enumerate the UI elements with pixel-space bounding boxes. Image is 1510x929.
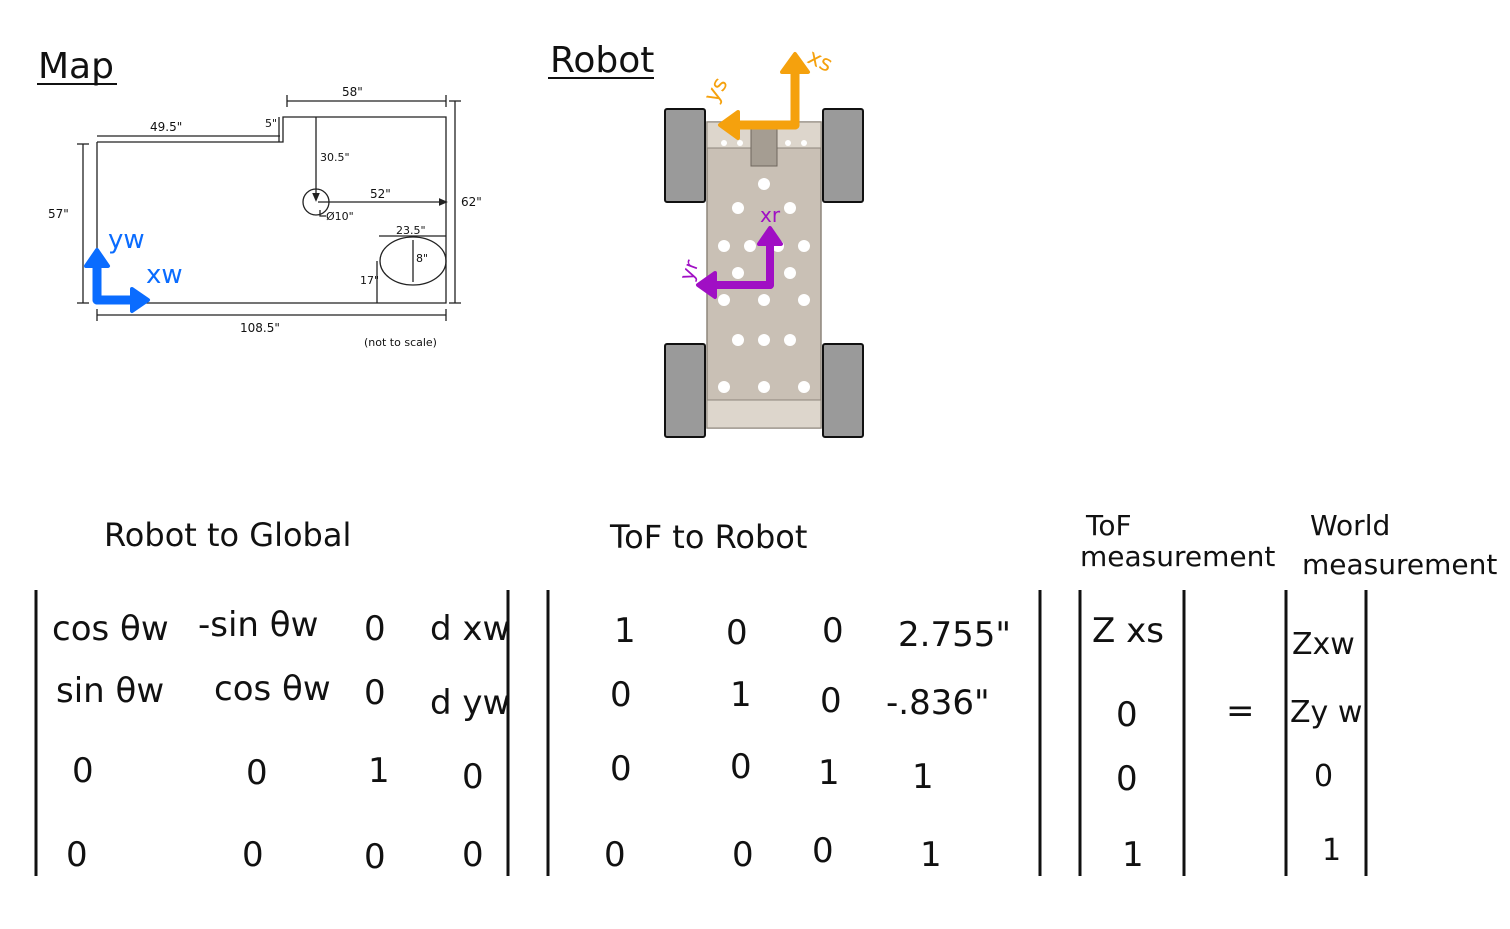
wheel-rear-right (822, 343, 864, 438)
dim-ellipse-h-label: 8" (416, 252, 428, 265)
ttr-cell: 1 (614, 611, 636, 651)
dim-ellipse-off-label: 17" (360, 274, 379, 287)
ellipse-obstacle (379, 236, 447, 286)
tof-vec-cell: Z xs (1092, 611, 1164, 651)
dim-dia-label: Ø10" (326, 210, 354, 223)
tof-measurement-vector: Z xs 0 0 1 (1092, 611, 1164, 875)
map-title: Map (38, 46, 114, 87)
dim-top-label: 58" (342, 85, 363, 99)
world-vec-cell: Zxw (1292, 627, 1355, 662)
rtg-cell: 0 (364, 609, 386, 649)
ttr-cell: 1 (730, 675, 752, 715)
robot-axes: xr yr (674, 203, 783, 299)
rtg-cell: 0 (364, 673, 386, 713)
ttr-cell: 0 (604, 835, 626, 875)
rtg-cell: 0 (364, 837, 386, 877)
robot-title: Robot (550, 40, 654, 81)
tof-to-robot-matrix: 1 0 0 2.755" 0 1 0 -.836" 0 0 1 1 0 0 0 … (604, 611, 1011, 875)
ttr-cell: 0 (726, 613, 748, 653)
rtg-cell: 1 (368, 751, 390, 791)
world-y-label: yw (108, 225, 145, 255)
dim-notch-label: 5" (265, 117, 277, 130)
dim-mid-label: 52" (370, 187, 391, 201)
tof-measurement-heading-1: ToF (1085, 509, 1132, 542)
rtg-cell: 0 (462, 757, 484, 797)
robot-y-label: yr (674, 256, 704, 284)
tof-vec-cell: 1 (1122, 835, 1144, 875)
wheel-front-left (664, 108, 706, 203)
ttr-cell: -.836" (886, 683, 990, 723)
world-measurement-heading-2: measurement (1302, 548, 1497, 581)
ttr-cell: 0 (610, 749, 632, 789)
rtg-cell: -sin θw (198, 605, 318, 645)
map-note: (not to scale) (364, 336, 437, 349)
ttr-cell: 0 (822, 611, 844, 651)
rtg-cell: d xw (430, 609, 510, 649)
ttr-cell: 0 (610, 675, 632, 715)
world-vec-cell: 0 (1314, 759, 1333, 794)
tof-vec-cell: 0 (1116, 759, 1138, 799)
chassis-holes (718, 140, 810, 393)
ttr-cell: 0 (820, 681, 842, 721)
dim-right-label: 62" (461, 195, 482, 209)
dim-ellipse-w-label: 23.5" (396, 224, 426, 237)
dim-left-top-label: 49.5" (150, 120, 182, 134)
robot-section: Robot xs ys (548, 40, 864, 438)
ttr-cell: 0 (732, 835, 754, 875)
robot-to-global-heading: Robot to Global (104, 516, 351, 554)
ttr-cell: 0 (730, 747, 752, 787)
wheel-rear-left (664, 343, 706, 438)
robot-x-label: xr (760, 203, 781, 227)
rtg-cell: d yw (430, 683, 510, 723)
robot-to-global-matrix: cos θw -sin θw 0 d xw sin θw cos θw 0 d … (52, 605, 510, 877)
world-x-label: xw (146, 260, 183, 290)
rtg-cell: sin θw (56, 671, 164, 711)
ttr-cell: 1 (920, 835, 942, 875)
world-axes: yw xw (84, 225, 183, 313)
rtg-cell: 0 (66, 835, 88, 875)
ttr-cell: 2.755" (898, 615, 1011, 655)
dim-bottom-label: 108.5" (240, 321, 280, 335)
equals-sign: = (1226, 691, 1255, 731)
world-measurement-vector: Zxw Zy w 0 1 (1290, 627, 1362, 868)
dim-down-label: 30.5" (320, 151, 350, 164)
dim-left-label: 57" (48, 207, 69, 221)
ttr-cell: 0 (812, 831, 834, 871)
equation-section: Robot to Global ToF to Robot ToF measure… (34, 509, 1497, 877)
ttr-cell: 1 (912, 757, 934, 797)
ttr-cell: 1 (818, 753, 840, 793)
tof-vec-cell: 0 (1116, 695, 1138, 735)
sensor-y-label: ys (700, 73, 734, 107)
tof-measurement-heading-2: measurement (1080, 540, 1275, 573)
map-section: Map 58" 49.5" 5" 30.5" Ø10" 52" 57" (37, 46, 482, 349)
tof-to-robot-heading: ToF to Robot (609, 518, 807, 556)
world-measurement-heading-1: World (1310, 509, 1390, 542)
rtg-cell: cos θw (214, 669, 331, 709)
wheel-front-right (822, 108, 864, 203)
rtg-cell: 0 (242, 835, 264, 875)
world-vec-cell: 1 (1322, 833, 1341, 868)
world-vec-cell: Zy w (1290, 695, 1362, 730)
rtg-cell: cos θw (52, 609, 169, 649)
tof-sensor (750, 127, 778, 167)
rtg-cell: 0 (462, 835, 484, 875)
rtg-cell: 0 (72, 751, 94, 791)
rtg-cell: 0 (246, 753, 268, 793)
